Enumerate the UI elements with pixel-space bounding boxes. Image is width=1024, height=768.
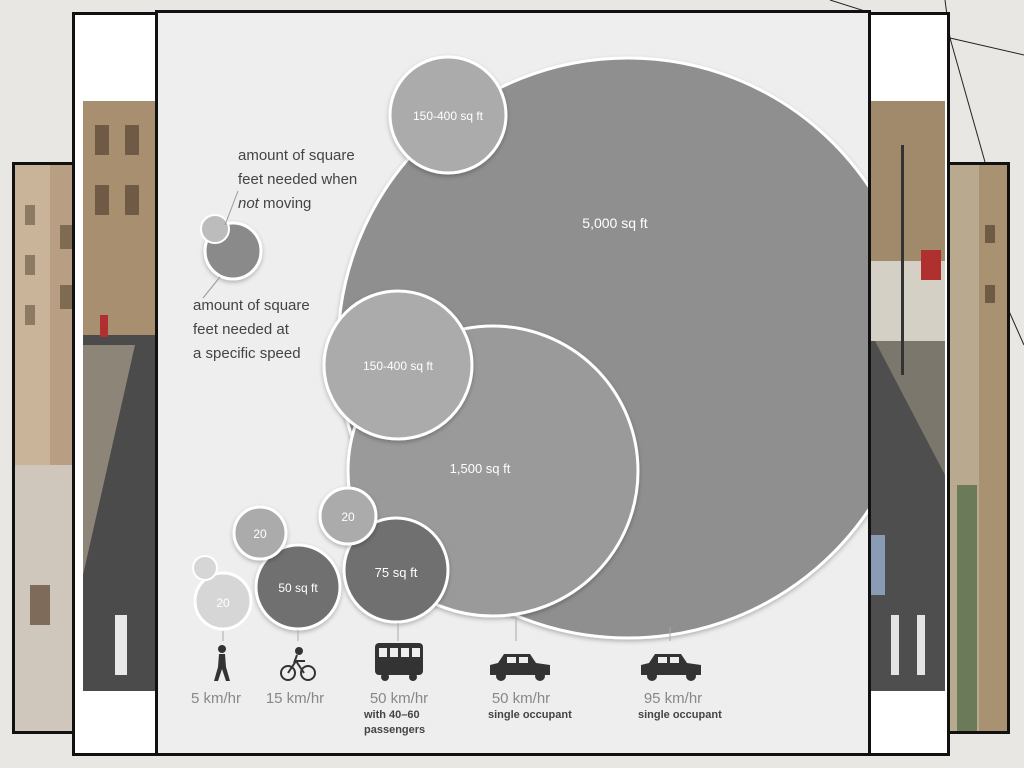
street-photo-right (858, 12, 950, 756)
bubble-cyclist-moving (254, 543, 342, 631)
pedestrian-icon (214, 645, 230, 681)
bubble-diagram: 5,000 sq ft 150-400 sq ft 1,500 sq ft 15… (191, 55, 868, 736)
bubble-cyclist-moving-label: 50 sq ft (278, 581, 318, 595)
legend-static-pointer (224, 190, 239, 226)
legend-static-not: not (238, 195, 260, 212)
street-photo-right-back (946, 162, 1010, 734)
speed-label-pedestrian: 5 km/hr (191, 690, 241, 707)
bubble-50kmh-car-static-label: 150-400 sq ft (363, 359, 434, 373)
street-photo-image (75, 15, 165, 753)
legend-static-bubble (200, 214, 230, 244)
speed-sublabel-car-95: single occupant (638, 709, 722, 721)
bubble-95kmh-static-label: 150-400 sq ft (413, 109, 484, 123)
car-icon (641, 654, 701, 681)
infographic-panel: 5,000 sq ft 150-400 sq ft 1,500 sq ft 15… (155, 10, 871, 756)
legend-moving-pointer (202, 276, 221, 299)
speed-label-bus: 50 km/hr (370, 690, 428, 707)
legend-static-line1: amount of square (238, 147, 355, 164)
car-icon (490, 654, 550, 681)
bubble-bus-static (318, 486, 378, 546)
bubble-50kmh-car-static (322, 289, 474, 441)
bubble-pedestrian-static (192, 555, 218, 581)
speed-sublabel-car-50: single occupant (488, 709, 572, 721)
legend-moving-line2: feet needed at (193, 321, 290, 338)
speed-sublabel-bus-2: passengers (364, 724, 425, 736)
bubble-bus-static-label: 20 (341, 510, 355, 524)
legend-static-line2: feet needed when (238, 171, 357, 188)
speed-sublabel-bus-1: with 40–60 (363, 709, 420, 721)
speed-label-car-50: 50 km/hr (492, 690, 550, 707)
bubble-cyclist-static-label: 20 (253, 527, 267, 541)
street-photo-left (72, 12, 168, 756)
speed-label-cyclist: 15 km/hr (266, 690, 324, 707)
legend-static-moving: moving (259, 195, 312, 212)
bubble-95kmh-moving-label: 5,000 sq ft (582, 215, 647, 231)
speed-label-car-95: 95 km/hr (644, 690, 702, 707)
bubble-cyclist-static (232, 505, 288, 561)
bubble-pedestrian-moving (193, 571, 253, 631)
bubble-pedestrian-moving-label: 20 (216, 596, 230, 610)
cyclist-icon (280, 647, 316, 681)
bubble-bus-moving-label: 75 sq ft (375, 565, 418, 580)
street-photo-image (861, 15, 947, 753)
legend-moving-line1: amount of square (193, 297, 310, 314)
legend-static-line3: not moving (238, 195, 311, 212)
street-photo-image (949, 165, 1007, 731)
bubble-50kmh-car-moving-label: 1,500 sq ft (450, 461, 511, 476)
bubble-bus-moving (342, 516, 450, 624)
legend-moving-line3: a specific speed (193, 345, 301, 362)
bus-icon (375, 643, 423, 681)
bubble-95kmh-static (388, 55, 508, 175)
